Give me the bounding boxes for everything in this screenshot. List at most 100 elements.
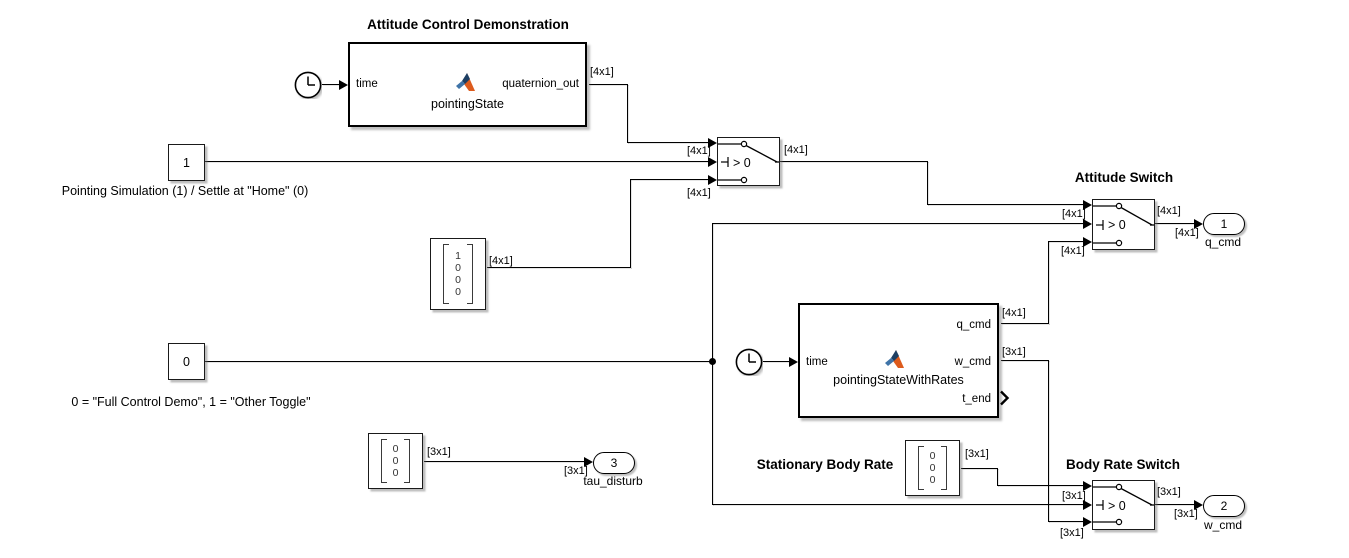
wire-const0-up[interactable] [712, 223, 714, 362]
matlab-logo-icon [456, 73, 475, 91]
outport-number: 3 [610, 456, 618, 470]
wire-quaternion-b[interactable] [627, 84, 629, 143]
unconnected-port-marker-t-end[interactable] [999, 390, 1010, 406]
arrowhead [708, 138, 717, 148]
right-bracket [941, 446, 948, 490]
clock-icon [735, 348, 763, 376]
wire-const1-switch[interactable] [205, 161, 709, 163]
output-port-label-quaternion-out: quaternion_out [502, 78, 579, 90]
wire-clock2-time[interactable] [763, 361, 789, 363]
signal-dim-label: [3x1] [1062, 490, 1086, 502]
wire-const0-attitude[interactable] [712, 223, 1084, 225]
switch-graphic-icon [718, 140, 779, 184]
function-name-pointingStateWithRates: pointingStateWithRates [833, 373, 964, 387]
signal-dim-label: [3x1] [1174, 508, 1198, 520]
right-bracket [404, 439, 411, 483]
wire-const0-down[interactable] [712, 361, 714, 505]
matlab-function-block-pointingState[interactable]: time quaternion_out pointingState [348, 42, 587, 127]
switch-block-1[interactable]: > 0 [717, 137, 780, 186]
vector-element: 0 [929, 462, 936, 474]
signal-dim-label: [3x1] [1060, 527, 1084, 539]
wire-switch1-out-a[interactable] [780, 161, 928, 163]
wire-attitude-out[interactable] [1155, 223, 1195, 225]
arrowhead [339, 80, 348, 90]
wire-vecquat-b[interactable] [630, 179, 632, 268]
switch-condition-label: > 0 [1108, 499, 1126, 513]
outport-1-q-cmd[interactable]: 1 [1203, 213, 1245, 235]
matlab-function-block-pointingStateWithRates[interactable]: time q_cmd w_cmd t_end pointingStateWith… [798, 303, 999, 418]
clock-block-2[interactable] [735, 348, 763, 376]
constant-block-quat-vector[interactable]: 1 0 0 0 [430, 238, 486, 310]
wire-qcmd-a[interactable] [1001, 323, 1049, 325]
wire-qcmd-b[interactable] [1048, 241, 1050, 324]
annotation-pointing-simulation: Pointing Simulation (1) / Settle at "Hom… [61, 184, 309, 198]
wire-switch1-out-c[interactable] [927, 204, 1084, 206]
wire-rate-a[interactable] [961, 468, 998, 470]
outport-number: 2 [1220, 499, 1228, 513]
arrowhead [1083, 237, 1092, 247]
wire-wcmd-a[interactable] [1001, 360, 1049, 362]
vector-element: 0 [392, 455, 399, 467]
arrowhead [1083, 500, 1092, 510]
wire-vecquat-a[interactable] [487, 267, 631, 269]
block-title-body-rate-switch: Body Rate Switch [1065, 457, 1181, 472]
block-title-attitude-switch: Attitude Switch [1074, 170, 1174, 185]
switch-condition-label: > 0 [1108, 218, 1126, 232]
input-port-label-time: time [356, 78, 378, 90]
wire-clock1-time[interactable] [322, 84, 340, 86]
signal-dim-label: [4x1] [1175, 227, 1199, 239]
vector-element: 0 [929, 474, 936, 486]
switch-block-body-rate[interactable]: > 0 [1092, 480, 1155, 530]
wire-wcmd-b[interactable] [1048, 360, 1050, 522]
block-title-stationary-body-rate: Stationary Body Rate [756, 457, 894, 472]
signal-dim-label: [3x1] [1002, 346, 1026, 358]
vector-element: 0 [455, 274, 461, 286]
clock-block-1[interactable] [294, 71, 322, 99]
wire-tau-out[interactable] [424, 461, 585, 463]
wire-switch1-out-b[interactable] [927, 161, 929, 205]
wire-rate-c[interactable] [997, 485, 1084, 487]
arrowhead [584, 457, 593, 467]
wire-quaternion-a[interactable] [589, 84, 628, 86]
outport-2-w-cmd[interactable]: 2 [1203, 495, 1245, 517]
arrowhead [1083, 517, 1092, 527]
arrowhead [708, 175, 717, 185]
constant-value: 1 [183, 155, 190, 170]
constant-block-zero[interactable]: 0 [168, 343, 205, 380]
signal-dim-label: [4x1] [489, 255, 513, 267]
outport-label-q-cmd: q_cmd [1204, 235, 1242, 249]
annotation-full-control: 0 = "Full Control Demo", 1 = "Other Togg… [71, 395, 311, 409]
signal-dim-label: [4x1] [687, 187, 711, 199]
arrowhead [708, 157, 717, 167]
wire-quaternion-c[interactable] [627, 142, 709, 144]
output-port-label-w-cmd: w_cmd [954, 356, 991, 368]
vector-element: 1 [455, 250, 461, 262]
signal-dim-label: [3x1] [427, 446, 451, 458]
block-title-attitude-demo: Attitude Control Demonstration [367, 17, 569, 32]
vector-display: 1 0 0 0 [431, 239, 485, 309]
wire-rate-b[interactable] [997, 468, 999, 486]
constant-block-tau-vector[interactable]: 0 0 0 [368, 433, 423, 489]
switch-block-attitude[interactable]: > 0 [1092, 199, 1155, 250]
outport-number: 1 [1220, 217, 1228, 231]
output-port-label-q-cmd: q_cmd [956, 319, 991, 331]
constant-block-stationary-rate-vector[interactable]: 0 0 0 [905, 440, 960, 496]
arrowhead [789, 357, 798, 367]
wire-qcmd-c[interactable] [1048, 241, 1084, 243]
wire-const0-body[interactable] [712, 504, 1084, 506]
wire-const0-trunk[interactable] [205, 361, 713, 363]
matlab-logo-icon [885, 350, 904, 368]
signal-dim-label: [3x1] [1157, 486, 1181, 498]
constant-block-one[interactable]: 1 [168, 144, 205, 181]
wire-body-out[interactable] [1155, 504, 1195, 506]
outport-label-w-cmd: w_cmd [1203, 518, 1242, 532]
vector-display: 0 0 0 [369, 434, 422, 488]
vector-element: 0 [929, 450, 936, 462]
wire-wcmd-c[interactable] [1048, 521, 1084, 523]
vector-element: 0 [455, 262, 461, 274]
outport-3-tau-disturb[interactable]: 3 [593, 452, 635, 474]
signal-dim-label: [4x1] [1062, 208, 1086, 220]
left-bracket [380, 439, 387, 483]
wire-vecquat-c[interactable] [630, 179, 709, 181]
outport-label-tau-disturb: tau_disturb [583, 474, 643, 488]
